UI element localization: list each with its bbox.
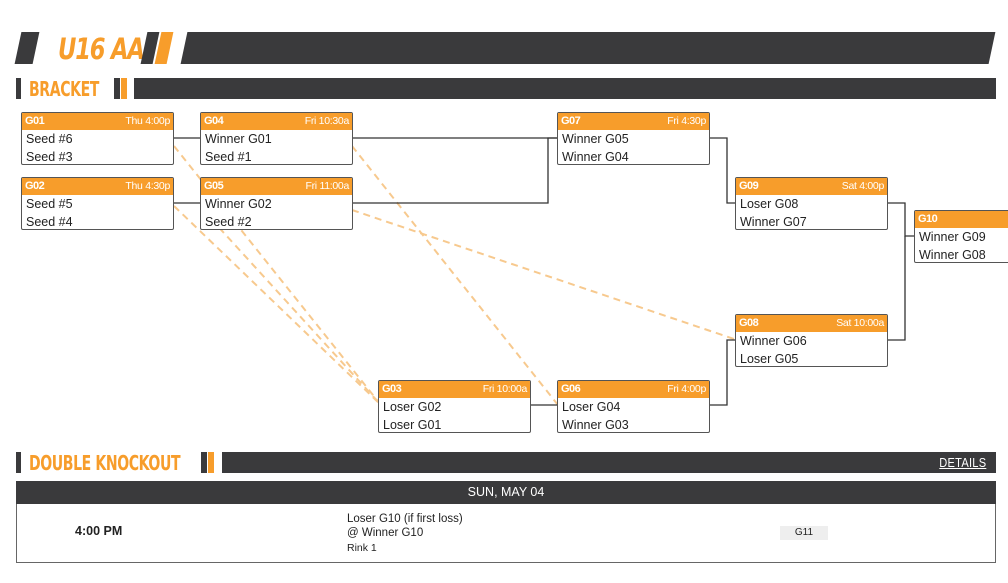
bracket-title: BRACKET <box>29 77 99 101</box>
schedule-time: 4:00 PM <box>75 524 123 538</box>
knockout-section-bar: DOUBLE KNOCKOUT DETAILS <box>16 451 996 475</box>
game-id: G02 <box>25 180 45 192</box>
team-slot: Seed #3 <box>26 150 73 164</box>
game-id: G08 <box>739 317 759 329</box>
winner-path-line <box>888 236 906 341</box>
game-card-g01[interactable]: G01 Thu 4:00p Seed #6 Seed #3 <box>21 112 174 165</box>
game-id: G04 <box>204 115 224 127</box>
details-link[interactable]: DETAILS <box>938 455 986 470</box>
bracket-connectors <box>173 137 916 406</box>
game-card-g02[interactable]: G02 Thu 4:30p Seed #5 Seed #4 <box>21 177 174 230</box>
game-header: G04 Fri 10:30a <box>201 113 352 130</box>
game-card-g05[interactable]: G05 Fri 11:00a Winner G02 Seed #2 <box>200 177 353 230</box>
game-time: Fri 4:00p <box>667 383 706 395</box>
winner-path-line <box>888 202 916 237</box>
team-slot: Seed #1 <box>205 150 252 164</box>
game-id: G09 <box>739 180 759 192</box>
loser-path-line <box>351 209 738 341</box>
team-slot: Seed #2 <box>205 215 252 229</box>
game-card-g07[interactable]: G07 Fri 4:30p Winner G05 Winner G04 <box>557 112 710 165</box>
game-header: G09 Sat 4:00p <box>736 178 887 195</box>
game-header: G03 Fri 10:00a <box>379 381 530 398</box>
winner-path-line <box>710 339 737 406</box>
section-marker <box>16 452 21 473</box>
game-card-g03[interactable]: G03 Fri 10:00a Loser G02 Loser G01 <box>378 380 531 433</box>
game-id: G07 <box>561 115 581 127</box>
schedule-teams: Loser G10 (if first loss) @ Winner G10 <box>347 512 463 540</box>
team-slot: Winner G02 <box>205 197 272 211</box>
game-card-g06[interactable]: G06 Fri 4:00p Loser G04 Winner G03 <box>557 380 710 433</box>
team-slot: Loser G01 <box>383 418 442 432</box>
game-id: G06 <box>561 383 581 395</box>
team-slot: Seed #5 <box>26 197 73 211</box>
loser-path-line <box>351 145 559 406</box>
schedule-team-home: @ Winner G10 <box>347 527 424 539</box>
loser-path-line <box>202 209 382 406</box>
winner-path-line <box>710 137 737 204</box>
game-header: G10 <box>915 211 1008 228</box>
game-header: G08 Sat 10:00a <box>736 315 887 332</box>
winner-path-line <box>352 137 558 204</box>
schedule-date-header: SUN, MAY 04 <box>16 481 996 504</box>
team-slot: Seed #4 <box>26 215 73 229</box>
game-time: Sat 10:00a <box>836 317 884 329</box>
section-marker <box>208 452 214 473</box>
team-slot: Winner G03 <box>562 418 629 432</box>
game-time: Fri 11:00a <box>305 180 350 192</box>
team-slot: Winner G09 <box>919 230 986 244</box>
team-slot: Seed #6 <box>26 132 73 146</box>
schedule-team-away: Loser G10 (if first loss) <box>347 513 463 525</box>
team-slot: Winner G05 <box>562 132 629 146</box>
team-slot: Winner G06 <box>740 334 807 348</box>
game-id: G10 <box>918 213 938 225</box>
loser-path-line <box>173 205 382 406</box>
section-rule <box>134 78 996 99</box>
game-time: Fri 4:30p <box>667 115 706 127</box>
game-header: G07 Fri 4:30p <box>558 113 709 130</box>
game-id: G05 <box>204 180 224 192</box>
game-header: G06 Fri 4:00p <box>558 381 709 398</box>
section-rule: DETAILS <box>222 452 996 473</box>
game-header: G05 Fri 11:00a <box>201 178 352 195</box>
game-header: G02 Thu 4:30p <box>22 178 173 195</box>
section-marker <box>201 452 207 473</box>
team-slot: Winner G04 <box>562 150 629 164</box>
knockout-title: DOUBLE KNOCKOUT <box>29 451 181 475</box>
game-time: Fri 10:00a <box>482 383 528 395</box>
schedule-row[interactable]: 4:00 PM Loser G10 (if first loss) @ Winn… <box>16 504 996 563</box>
game-card-g09[interactable]: G09 Sat 4:00p Loser G08 Winner G07 <box>735 177 888 230</box>
bracket-section-bar: BRACKET <box>16 77 996 101</box>
game-time: Sat 4:00p <box>841 180 885 192</box>
team-slot: Winner G07 <box>740 215 807 229</box>
game-card-g04[interactable]: G04 Fri 10:30a Winner G01 Seed #1 <box>200 112 353 165</box>
game-card-g08[interactable]: G08 Sat 10:00a Winner G06 Loser G05 <box>735 314 888 367</box>
game-card-g10[interactable]: G10 Winner G09 Winner G08 <box>914 210 1008 263</box>
game-id: G01 <box>25 115 45 127</box>
game-time: Thu 4:30p <box>125 180 170 192</box>
game-time: Fri 10:30a <box>304 115 350 127</box>
schedule-rink: Rink 1 <box>347 542 377 554</box>
team-slot: Loser G02 <box>383 400 442 414</box>
division-title: U16 AA <box>58 32 145 66</box>
section-marker <box>114 78 120 99</box>
loser-path-line <box>173 145 382 406</box>
team-slot: Loser G04 <box>562 400 621 414</box>
schedule-game-badge[interactable]: G11 <box>780 526 828 540</box>
team-slot: Winner G01 <box>205 132 272 146</box>
team-slot: Loser G05 <box>740 352 799 366</box>
game-header: G01 Thu 4:00p <box>22 113 173 130</box>
game-time: Thu 4:00p <box>125 115 170 127</box>
game-id: G03 <box>382 383 402 395</box>
team-slot: Loser G08 <box>740 197 799 211</box>
section-marker <box>121 78 127 99</box>
section-marker <box>16 78 21 99</box>
team-slot: Winner G08 <box>919 248 986 262</box>
division-title-bar: U16 AA <box>14 32 996 66</box>
